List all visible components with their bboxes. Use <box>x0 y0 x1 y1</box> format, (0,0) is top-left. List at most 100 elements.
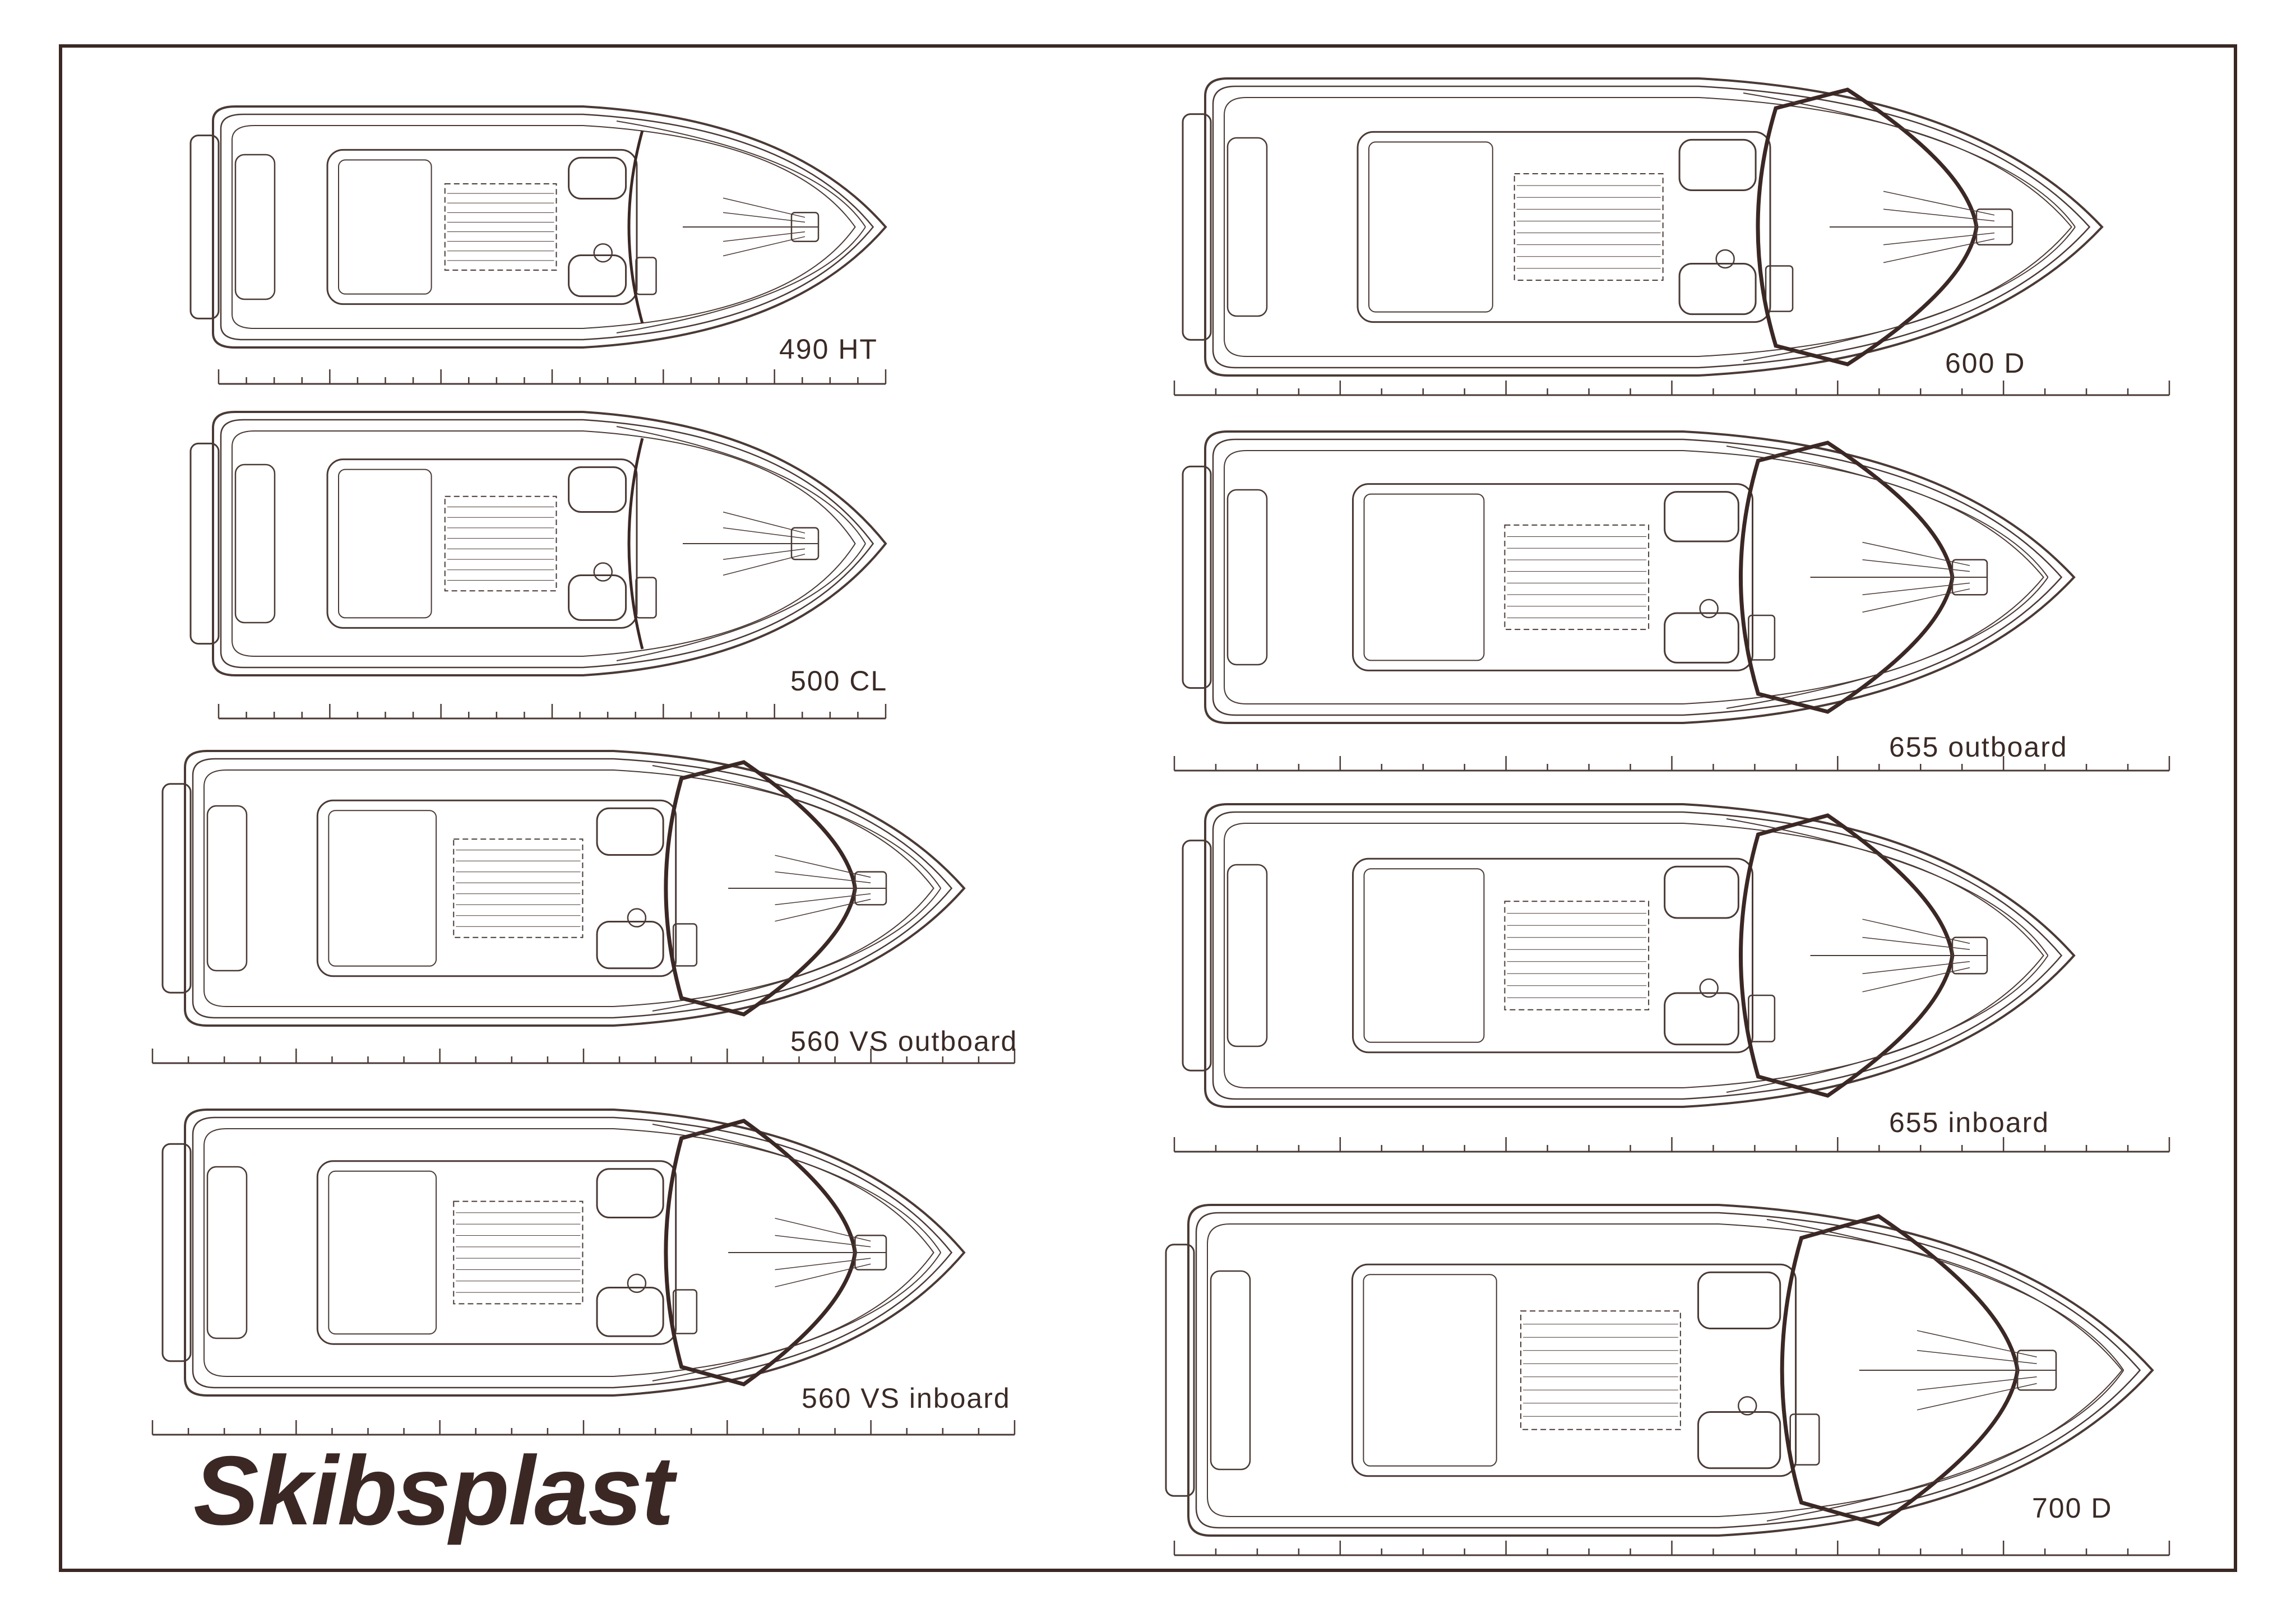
boat-490-ht <box>189 105 887 385</box>
cockpit-floor <box>444 495 557 592</box>
transom-outline <box>1182 465 1212 689</box>
labels-layer: 490 HT 500 CL 560 VS outboard 560 VS inb… <box>779 333 2111 1524</box>
windscreen <box>627 438 644 650</box>
bow-rail-starboard <box>616 226 866 333</box>
page-frame <box>59 44 2237 1572</box>
rear-bench <box>328 1170 437 1335</box>
bow-rail-port <box>1743 92 2076 228</box>
seat-port <box>1664 865 1739 919</box>
model-label-655-outboard: 655 outboard <box>1889 731 2068 763</box>
deck-edge-line <box>1224 97 2072 357</box>
deck-edge-line <box>1224 823 2044 1088</box>
transom-outline <box>1182 840 1212 1072</box>
anchor-hatch <box>854 871 887 906</box>
hull-outline <box>212 105 887 349</box>
gunwale-line <box>1212 438 2063 716</box>
cockpit-outline <box>316 799 677 977</box>
foredeck-line <box>1917 1383 2037 1411</box>
engine-well <box>1226 864 1268 1047</box>
steering-console <box>635 577 657 619</box>
bow-rail-starboard <box>1743 226 2076 361</box>
transom-outline <box>161 783 192 994</box>
cockpit-outline <box>1351 1263 1797 1477</box>
model-label-655-inboard: 655 inboard <box>1889 1107 2049 1138</box>
engine-well <box>206 805 248 972</box>
steering-wheel <box>1699 599 1719 619</box>
model-label-560-vs-inboard: 560 VS inboard <box>802 1383 1011 1414</box>
transom-outline <box>189 442 220 645</box>
bow-rail-starboard <box>1726 955 2049 1093</box>
steering-console <box>672 1289 698 1334</box>
gunwale-line <box>220 113 874 341</box>
hardtop-outline <box>1780 1214 2020 1527</box>
bow-rail-port <box>652 765 942 889</box>
deck-edge-line <box>232 125 856 329</box>
seat-port <box>1678 138 1757 191</box>
steering-wheel <box>1715 249 1735 269</box>
foredeck-line <box>1883 238 1995 263</box>
seat-port <box>568 156 627 200</box>
boat-655-inboard <box>1173 803 2170 1153</box>
deck-edge-line <box>232 430 856 657</box>
cockpit-floor <box>1520 1310 1681 1430</box>
cockpit-floor <box>453 1200 584 1305</box>
anchor-hatch <box>790 527 820 560</box>
bow-rail-port <box>1726 446 2049 578</box>
deck-edge-line <box>1207 1223 2123 1517</box>
cockpit-floor <box>453 838 584 938</box>
rear-bench <box>338 469 432 619</box>
gunwale-line <box>220 419 874 669</box>
brand-logo: Skibsplast <box>193 1436 678 1546</box>
cockpit-floor <box>1504 524 1650 630</box>
seat-starboard <box>1697 1411 1781 1469</box>
anchor-hatch <box>1951 936 1988 975</box>
model-label-500-cl: 500 CL <box>790 665 887 697</box>
gunwale-line <box>192 1116 953 1389</box>
transom-outline <box>1165 1244 1195 1497</box>
model-label-490-ht: 490 HT <box>779 333 878 365</box>
model-label-560-vs-outboard: 560 VS outboard <box>790 1026 1017 1057</box>
boats-layer <box>151 77 2170 1556</box>
gunwale-line <box>1212 811 2063 1100</box>
bow-rail-starboard <box>1726 577 2049 709</box>
bow-rail-port <box>616 426 866 544</box>
seat-starboard <box>596 1287 664 1337</box>
steering-wheel <box>1699 978 1719 998</box>
boat-560-vs-inboard <box>151 1109 1016 1436</box>
rear-bench <box>1368 141 1493 313</box>
steering-wheel <box>593 562 613 582</box>
hardtop-outline <box>664 1119 857 1386</box>
bow-rail-port <box>1726 818 2049 956</box>
engine-well <box>1226 137 1268 317</box>
boat-655-outboard <box>1173 430 2170 772</box>
deck-edge-line <box>203 1128 934 1377</box>
cockpit-outline <box>326 458 638 629</box>
cockpit-outline <box>1352 857 1753 1054</box>
cockpit-outline <box>326 149 638 305</box>
steering-wheel <box>627 908 647 928</box>
steering-console <box>1748 994 1776 1042</box>
seat-starboard <box>568 574 627 621</box>
hull-outline <box>1204 803 2076 1108</box>
hardtop-outline <box>664 760 857 1017</box>
bow-rail-starboard <box>652 888 942 1012</box>
transom-outline <box>161 1143 192 1362</box>
bow-rail-starboard <box>1766 1370 2124 1522</box>
boat-560-vs-outboard <box>151 750 1016 1064</box>
foredeck-line <box>1862 919 1970 944</box>
steering-console <box>1789 1413 1820 1466</box>
rear-bench <box>328 810 437 967</box>
anchor-hatch <box>2016 1350 2057 1391</box>
steering-console <box>672 923 698 967</box>
hull-outline <box>1204 77 2104 377</box>
cockpit-outline <box>316 1160 677 1345</box>
engine-well <box>234 463 276 624</box>
transom-outline <box>1182 113 1212 341</box>
bow-rail-port <box>616 120 866 228</box>
foredeck-line <box>1862 967 1970 993</box>
foredeck-line <box>1917 1330 2037 1358</box>
cockpit-floor <box>1504 901 1650 1010</box>
hull-outline <box>184 750 966 1027</box>
rear-bench <box>1363 493 1485 661</box>
bow-rail-port <box>1766 1219 2124 1371</box>
